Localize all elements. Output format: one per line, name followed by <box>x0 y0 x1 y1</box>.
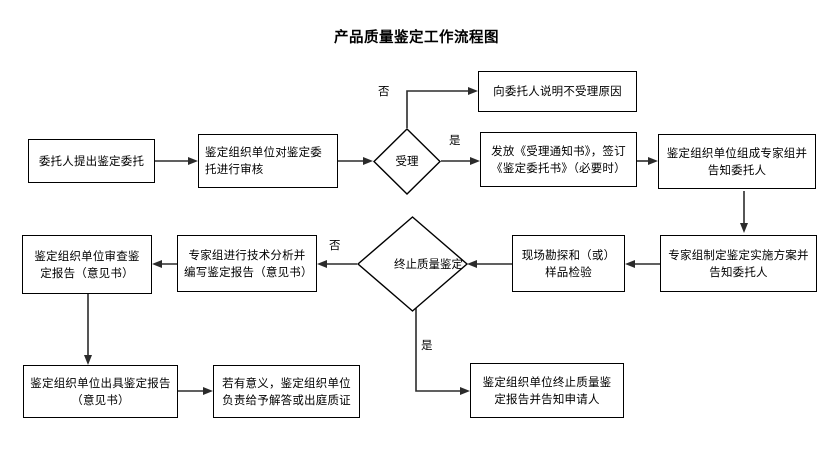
arrowhead-n4-n5 <box>648 157 658 165</box>
node-label: 委托人提出鉴定委托 <box>38 153 145 168</box>
node-label: 若有意义，鉴定组织单位负责给予解答或出庭质证 <box>222 375 351 407</box>
arrowhead-n8-n9 <box>152 260 162 268</box>
node-review-report[interactable]: 鉴定组织单位审查鉴定报告（意见书） <box>22 235 152 294</box>
arrowhead-d1-n3 <box>468 87 478 95</box>
node-terminate-report[interactable]: 鉴定组织单位终止质量鉴定报告并告知申请人 <box>470 363 624 418</box>
node-entrust-request[interactable]: 委托人提出鉴定委托 <box>28 139 155 183</box>
node-label: 向委托人说明不受理原因 <box>493 84 622 98</box>
node-technical-analysis-report[interactable]: 专家组进行技术分析并编写鉴定报告（意见书） <box>177 235 317 292</box>
arrowhead-n7-d2 <box>467 260 477 268</box>
node-label: 现场勘探和（或）样品检验 <box>521 247 616 279</box>
node-issue-acceptance-notice[interactable]: 发放《受理通知书》，签订《鉴定委托书》（必要时） <box>480 132 637 187</box>
arrowhead-d2-n12 <box>460 387 470 395</box>
edge-label-accept-yes: 是 <box>449 133 461 147</box>
arrowhead-n5-n6 <box>740 223 748 233</box>
node-form-expert-group[interactable]: 鉴定组织单位组成专家组并告知委托人 <box>658 134 816 189</box>
node-label: 鉴定组织单位对鉴定委托进行审核 <box>205 145 322 176</box>
node-label: 鉴定组织单位组成专家组并告知委托人 <box>666 145 808 177</box>
decision-accept[interactable]: 受理 <box>373 128 441 195</box>
node-label: 鉴定组织单位审查鉴定报告（意见书） <box>34 248 140 280</box>
edge-d1-n3 <box>406 90 470 128</box>
arrowhead-n9-n10 <box>84 355 92 365</box>
node-site-survey-sample-test[interactable]: 现场勘探和（或）样品检验 <box>512 235 625 292</box>
node-expert-plan[interactable]: 专家组制定鉴定实施方案并告知委托人 <box>660 235 817 292</box>
node-label: 鉴定组织单位终止质量鉴定报告并告知申请人 <box>482 374 612 406</box>
page-title: 产品质量鉴定工作流程图 <box>334 30 499 46</box>
node-label: 专家组制定鉴定实施方案并告知委托人 <box>668 247 809 279</box>
arrowhead-n2-d1 <box>363 157 373 165</box>
arrowhead-d1-n4 <box>470 157 480 165</box>
node-answer-or-testify[interactable]: 若有意义，鉴定组织单位负责给予解答或出庭质证 <box>213 365 360 418</box>
edge-label-accept-no: 否 <box>378 84 390 98</box>
decision-terminate[interactable]: 终止质量鉴定 <box>356 216 469 312</box>
diamond-shape <box>373 128 441 195</box>
arrowhead-n1-n2 <box>188 157 198 165</box>
node-explain-rejection[interactable]: 向委托人说明不受理原因 <box>478 71 637 112</box>
arrowhead-n10-n11 <box>203 387 213 395</box>
edge-label-terminate-yes: 是 <box>421 338 433 352</box>
edge-label-terminate-no: 否 <box>329 238 341 252</box>
node-label: 专家组进行技术分析并编写鉴定报告（意见书） <box>184 247 313 279</box>
diamond-shape <box>356 216 469 312</box>
node-review-entrustment[interactable]: 鉴定组织单位对鉴定委托进行审核 <box>198 134 338 188</box>
edge-d2-n12 <box>415 303 462 392</box>
arrowhead-n6-n7 <box>625 260 635 268</box>
node-issue-report[interactable]: 鉴定组织单位出具鉴定报告（意见书） <box>23 365 178 418</box>
arrowhead-d2-n8 <box>317 260 327 268</box>
node-label: 发放《受理通知书》，签订《鉴定委托书》（必要时） <box>491 143 626 175</box>
node-label: 鉴定组织单位出具鉴定报告（意见书） <box>30 375 171 407</box>
